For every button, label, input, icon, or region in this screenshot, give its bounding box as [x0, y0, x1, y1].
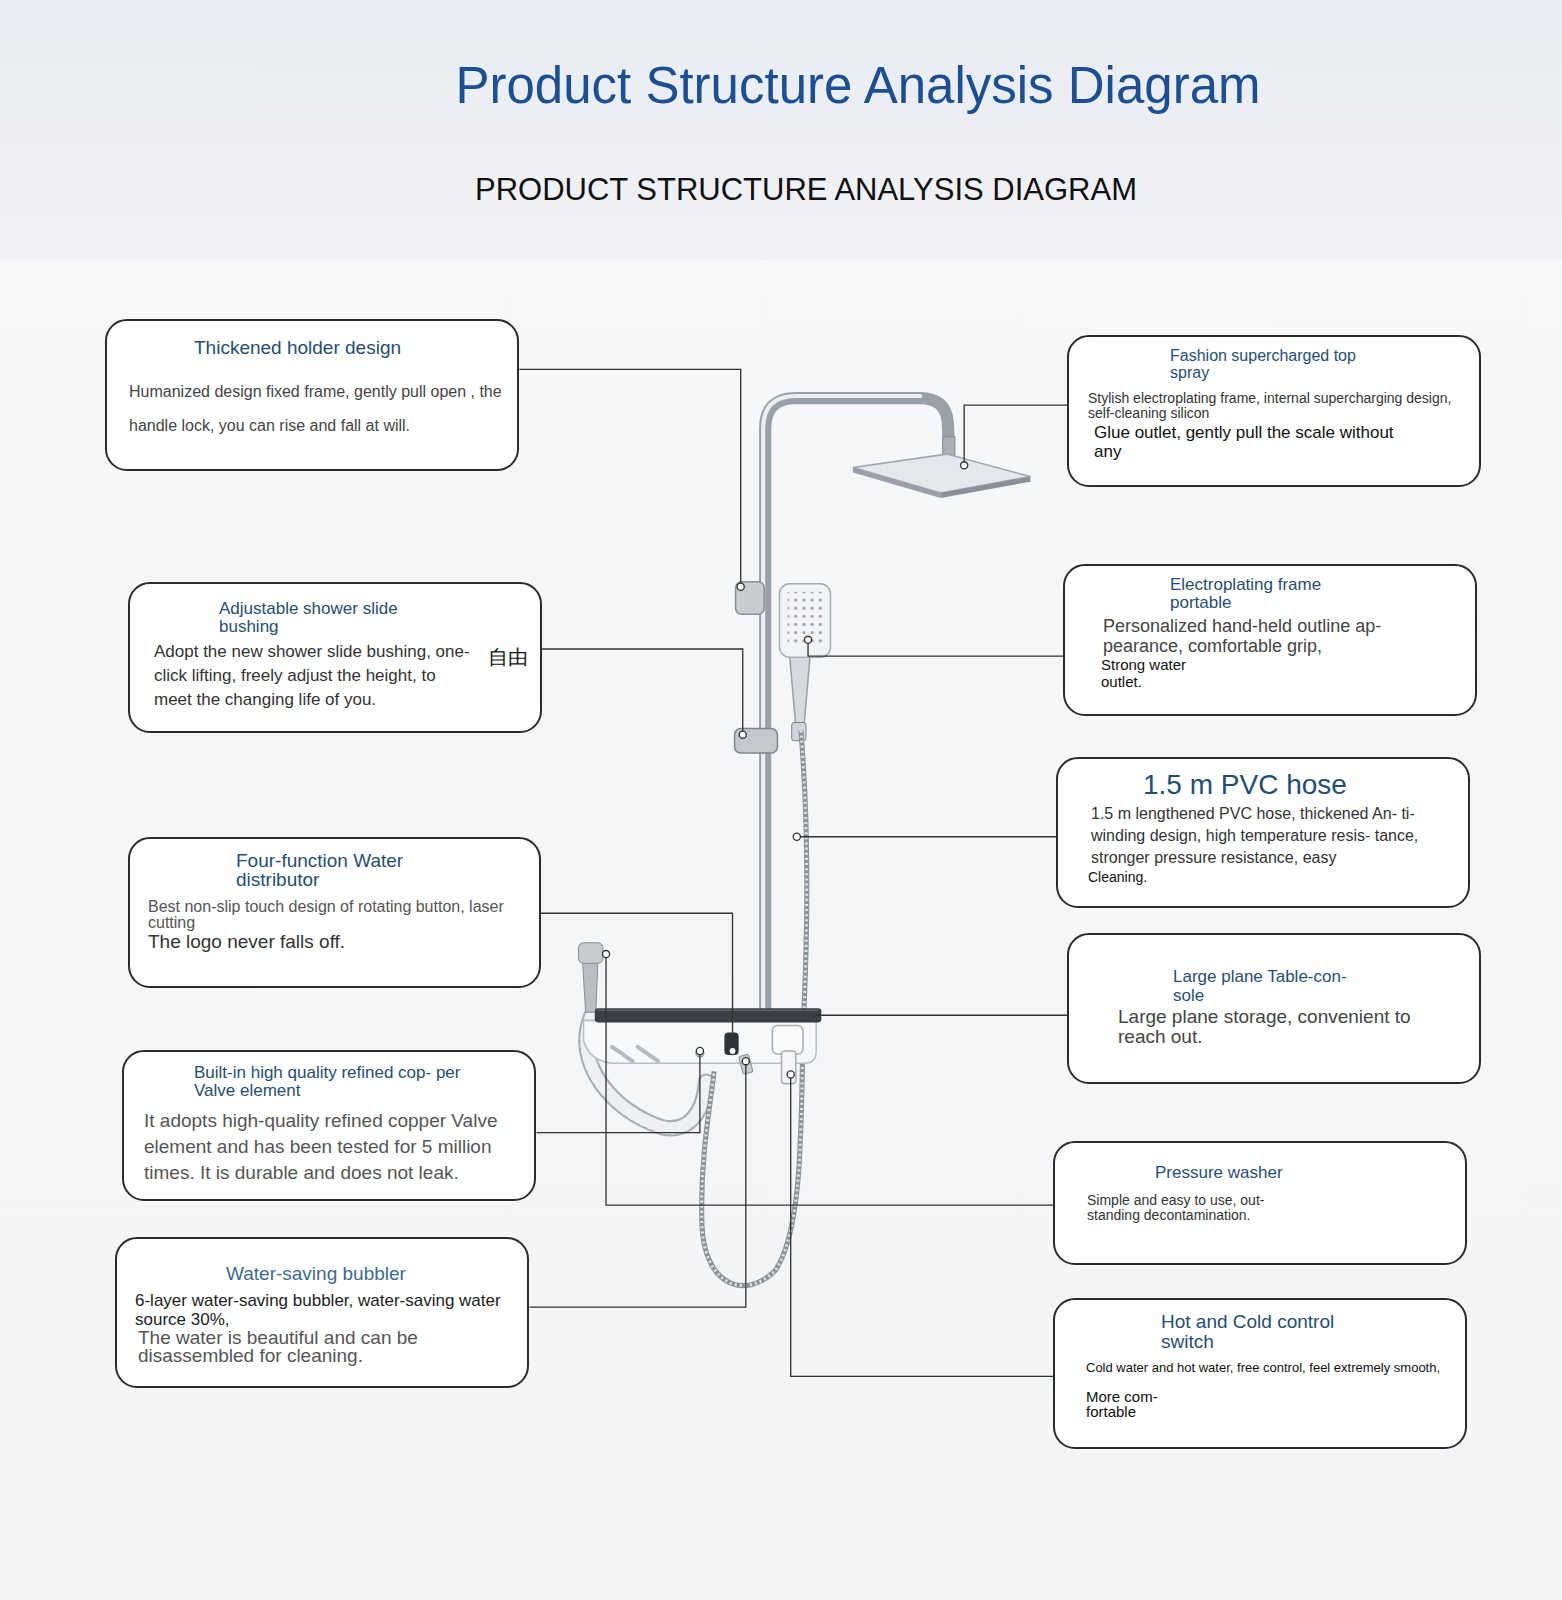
callout-note: 自由 — [488, 646, 528, 668]
callout-box: Thickened holder designHumanized design … — [105, 319, 519, 471]
leader-lines — [816, 1015, 1067, 1016]
leader-lines — [519, 369, 740, 586]
leader-dots — [729, 1047, 736, 1054]
hand-shower — [788, 592, 823, 647]
callout-text: The water is beautiful and can be disass… — [138, 1329, 418, 1365]
table-console — [772, 1025, 803, 1054]
page-title: Product Structure Analysis Diagram — [456, 56, 1261, 115]
top-spray-head — [853, 454, 1031, 498]
callout-box: Built-in high quality refined cop- per V… — [122, 1050, 536, 1201]
leader-dots — [793, 833, 800, 840]
callout-heading: Fashion supercharged top spray — [1170, 347, 1385, 381]
callout-text: Large plane storage, convenient to reach… — [1118, 1007, 1438, 1047]
callout-heading: 1.5 m PVC hose — [1143, 769, 1458, 801]
callout-text: 6-layer water-saving bubbler, water-savi… — [135, 1291, 510, 1329]
table-console — [724, 1033, 738, 1055]
holder-clamp — [736, 582, 765, 615]
header-band — [0, 0, 1562, 260]
hand-shower — [779, 584, 830, 657]
table-console — [782, 1051, 796, 1084]
callout-box: 1.5 m PVC hose1.5 m lengthened PVC hose,… — [1056, 757, 1470, 908]
table-console — [638, 1047, 658, 1061]
callout-heading: Large plane Table-con- sole — [1173, 967, 1363, 1005]
leader-lines — [797, 836, 1056, 837]
callout-text: Stylish electroplating frame, internal s… — [1088, 391, 1473, 421]
leader-dots — [602, 462, 967, 1078]
hand-shower — [779, 584, 830, 727]
callout-heading: Adjustable shower slide bushing — [219, 600, 434, 636]
callout-box: Fashion supercharged top sprayStylish el… — [1067, 335, 1481, 487]
callout-text: Adopt the new shower slide bushing, one-… — [154, 640, 474, 712]
callout-heading: Electroplating frame portable — [1170, 576, 1350, 612]
leader-dots — [804, 636, 811, 643]
leader-lines — [542, 649, 743, 735]
callout-box: Hot and Cold control switchCold water an… — [1053, 1298, 1467, 1449]
leader-dots — [739, 731, 746, 738]
leader-lines — [530, 1061, 746, 1307]
leader-lines — [964, 405, 1067, 465]
callout-heading: Pressure washer — [1155, 1163, 1455, 1183]
callout-heading: Water-saving bubbler — [226, 1263, 517, 1285]
callout-heading: Hot and Cold control switch — [1161, 1312, 1361, 1352]
leader-lines — [541, 913, 733, 1051]
callout-text: Personalized hand-held outline ap- peara… — [1103, 616, 1423, 656]
callout-box: Electroplating frame portablePersonalize… — [1063, 564, 1477, 716]
callout-box: Water-saving bubbler 6-layer water-saving… — [115, 1237, 529, 1388]
callout-text: Cold water and hot water, free control, … — [1086, 1360, 1461, 1375]
top-spray-head — [853, 454, 1031, 493]
page-subtitle: PRODUCT STRUCTURE ANALYSIS DIAGRAM — [475, 172, 1137, 208]
bidet-sprayer — [583, 961, 598, 1012]
callout-text: Cleaning. — [1088, 869, 1458, 885]
shower-pipe — [765, 398, 949, 1012]
leader-dots — [787, 1071, 794, 1078]
hand-shower — [790, 656, 810, 726]
callout-text: Strong water outlet. — [1101, 656, 1211, 690]
callout-text: Humanized design fixed frame, gently pul… — [129, 375, 504, 443]
leader-lines — [519, 369, 1067, 1376]
callout-heading: Thickened holder design — [194, 337, 507, 359]
leader-lines — [537, 1051, 700, 1133]
callout-text: 1.5 m lengthened PVC hose, thickened An-… — [1091, 803, 1441, 869]
leader-lines — [606, 954, 1053, 1205]
leader-dots — [737, 583, 744, 590]
top-spray-head — [941, 477, 1031, 498]
bidet-sprayer — [578, 943, 602, 963]
callout-box: Adjustable shower slide bushingAdopt the… — [128, 582, 542, 733]
top-spray-head — [853, 467, 941, 498]
callout-box: Four-function Water distributorBest non-… — [128, 837, 541, 988]
table-console — [584, 1008, 822, 1083]
slide-bushing — [735, 729, 778, 753]
leader-lines — [791, 1074, 1053, 1376]
table-console — [612, 1047, 632, 1061]
callout-text: The logo never falls off. — [148, 931, 348, 952]
table-console — [595, 1008, 821, 1022]
callout-heading: Four-function Water distributor — [236, 851, 436, 889]
callout-text: Simple and easy to use, out- standing de… — [1087, 1193, 1282, 1223]
holder-clamp — [736, 582, 765, 615]
bidet-sprayer — [578, 943, 602, 1012]
leader-dots — [602, 950, 609, 957]
shower-pipe — [763, 396, 920, 1010]
callout-box: Pressure washerSimple and easy to use, o… — [1053, 1141, 1467, 1265]
slide-bushing — [735, 722, 806, 753]
callout-heading: Built-in high quality refined cop- per V… — [194, 1064, 484, 1100]
leader-dots — [742, 1058, 749, 1065]
leader-dots — [961, 462, 968, 469]
callout-text: It adopts high-quality refined copper Va… — [144, 1108, 519, 1186]
leader-lines — [808, 640, 1063, 656]
callout-text: Glue outlet, gently pull the scale witho… — [1094, 423, 1394, 461]
leader-dots — [696, 1047, 703, 1054]
callout-text: Best non-slip touch design of rotating b… — [148, 899, 518, 931]
callout-box: Large plane Table-con- soleLarge plane s… — [1067, 933, 1481, 1084]
table-console — [598, 1010, 818, 1011]
callout-text: More com- fortable — [1086, 1389, 1176, 1419]
